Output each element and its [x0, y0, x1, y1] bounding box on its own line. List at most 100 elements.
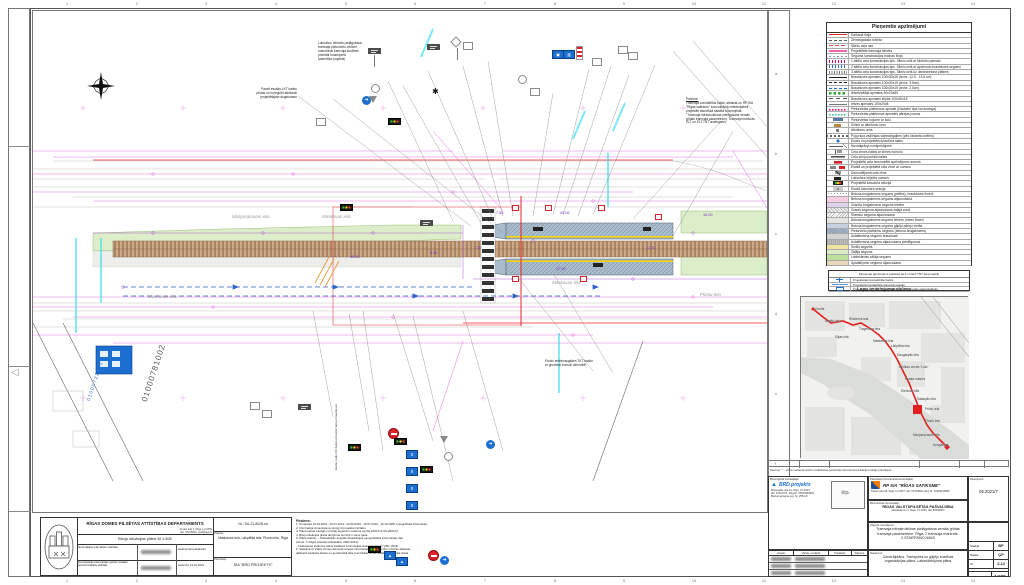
legend-row: Brauktuves apmales 100x30x15 (izvirz. 2,…: [827, 85, 971, 92]
legend-row: Brauktuves apmales slīpās 100x30x15: [827, 96, 971, 102]
legend-label: Projektētais kontakttīkla balsts: [853, 278, 894, 282]
legend-label: Pieturvietu platformu segums (betona bru…: [851, 228, 926, 233]
grid-number: 4: [274, 1, 278, 6]
railway-lines: [920, 296, 970, 358]
plan-note-title: Piezīme:: [686, 97, 699, 101]
legend-row: Projektētā luksofora sekcija: [827, 181, 971, 187]
tram-platforms: [491, 222, 674, 276]
traffic-sign-icon: [388, 118, 401, 125]
grid-number: 12: [831, 1, 837, 6]
legend-row: 3.attēla ceļa konstrukcijas tips. Sliežu…: [827, 70, 971, 76]
traffic-sign-icon: ➜: [362, 96, 371, 105]
traffic-sign-icon: ➜: [486, 440, 495, 449]
meroga-label: Mēroga: [970, 575, 981, 577]
traffic-sign-icon: [371, 84, 380, 93]
traffic-sign-icon: ⬆: [406, 501, 418, 510]
designer-addr: Mūkusalas iela 41, Rīga, LV-1004: [771, 489, 810, 492]
grid-number: 3: [204, 1, 208, 6]
traffic-sign-icon: ▲: [384, 551, 396, 560]
legend-symbol: [827, 123, 849, 128]
grid-number: 6: [413, 1, 417, 6]
traffic-sign-icon: [394, 438, 407, 445]
order-cell: Pasūtījums: 05.2021/7: [968, 476, 1009, 522]
plan-note-block: Piezīme: Tramvaja kontakttīkla balsti, a…: [686, 97, 776, 125]
note-line: 1. Izmantota 19.04.2021., 06.07.2021., 0…: [296, 522, 428, 526]
legend-symbol: [827, 165, 849, 170]
legend-label: Projektētā ceļa horizontālā apzīmējuma n…: [851, 160, 921, 165]
legend-symbol: [827, 128, 849, 133]
legend-symbol: [827, 213, 849, 218]
note-line: 3. Plānā lietota Latvijas normālo augstu…: [296, 529, 399, 534]
legend-symbol: [827, 160, 849, 165]
street-label: Maskavas iela: [552, 280, 581, 285]
map-street-label: Ķengarags: [933, 443, 949, 447]
grid-number: 8: [553, 578, 557, 583]
legend-label: Projektētā kontakttīkla gaisvadu atsaite: [853, 282, 906, 287]
legend-symbol: [827, 54, 849, 59]
utility-lines: [33, 130, 767, 432]
grid-number: 7: [483, 1, 487, 6]
grid-number: 3: [204, 578, 208, 583]
legend-row: Pieturvietas nojume ar solu: [827, 117, 971, 124]
building-outlines: [52, 390, 100, 448]
legend-label: Esošā luksofora sekcija: [851, 186, 886, 191]
traffic-sign-icon: [427, 44, 440, 50]
site-plan-drawing: [33, 28, 767, 482]
designer-logo-text: BRD projekts: [778, 482, 811, 488]
map-street-label: Centrs: [815, 307, 825, 311]
document-number: Nr.: DA-21-8028-sd: [238, 522, 268, 526]
legend-symbol: [827, 223, 849, 228]
grid-number: 1: [65, 1, 69, 6]
grid-number: 9: [622, 578, 626, 583]
legend-label: Esošā un projektētā ceļa zīme ar numuru: [851, 165, 912, 170]
sig-col-header: Vārds, uzvārds: [794, 551, 829, 555]
legend-row: Asfaltbetona seguma atjaunošana pieslēgu…: [827, 239, 971, 245]
order-header: Pasūtījums:: [970, 477, 985, 481]
grid-number: 10: [691, 578, 697, 583]
plan-note-line: Tramvaja kontakttīkla balsti, atbalsta u…: [686, 100, 754, 105]
legend-label: Zālāja segums: [851, 250, 873, 255]
legend-symbol: [827, 149, 849, 154]
callout-line: prioritāti krustojumā: [318, 52, 346, 57]
grid-number: 4: [274, 578, 278, 583]
object-header: Objekta nosaukums:: [870, 523, 895, 527]
dimension-label: 45.06: [560, 211, 570, 215]
legend-label: Projektētās tramvaja sliedes: [851, 48, 893, 53]
callout-line: pēdas un noregulēt atbilstoši: [256, 90, 297, 95]
sub-legend-header: Pieņemtie apzīmējumi (saistītie ELT un E…: [829, 271, 969, 278]
legend-row: Seguma konstrukcijas maiņas līnija: [827, 54, 971, 60]
map-street-label: Atpūtas centrs "Lido": [899, 365, 929, 369]
row-letter: b: [775, 151, 778, 156]
traffic-sign-icon: [369, 96, 377, 103]
legend-symbol: [827, 80, 849, 85]
legend-symbol: [827, 197, 849, 202]
received-date: saņemts 13.10.2021.: [178, 563, 205, 567]
traffic-sign-icon: [368, 48, 381, 54]
grid-number: 2: [135, 578, 139, 583]
legend-label: Šķembu seguma atjaunošana: [851, 213, 895, 218]
grid-number: 1: [65, 578, 69, 583]
legend-label: Atkritumu urna: [851, 128, 873, 133]
stadija-label: Stadija: [970, 544, 980, 548]
traffic-sign-icon: [512, 276, 519, 282]
traffic-sign-icon: [440, 436, 448, 443]
legend-label: Smilts segums: [851, 244, 873, 249]
legend-row: Zemesgabala robeža: [827, 38, 971, 44]
legend-symbol: [827, 38, 849, 43]
legend-symbol: [827, 181, 849, 186]
legend-label: Betona bruģakmens segums ietvēm, ietves …: [851, 218, 924, 223]
client-sub: Kleistu iela 28, Rīga, LV-1067, tālr. 67…: [871, 490, 950, 493]
lane-arrows: [123, 284, 603, 299]
fold-triangle-icon: ◁: [11, 367, 19, 378]
legend-symbol: [827, 64, 849, 70]
client-name: RP SIA "RĪGAS SATIKSME": [883, 482, 941, 488]
official-role: Ģeomātikas pārvaldes vadītāja: [77, 544, 138, 560]
traffic-sign-icon: [388, 428, 399, 439]
legend-symbol: [827, 91, 849, 96]
legend-symbol: [827, 154, 849, 160]
legend-row: Apstādījumu seguma atjaunošana: [827, 260, 971, 267]
row-letter: c: [775, 231, 777, 236]
legend-row: Esošā un projektētā ceļa zīme ar numuru: [827, 165, 971, 171]
legend-symbol: [827, 186, 849, 191]
